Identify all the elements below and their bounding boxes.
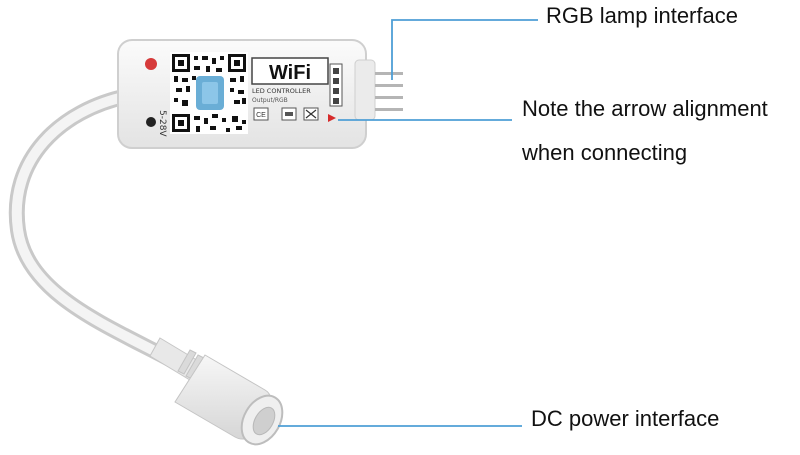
model-label: LED CONTROLLER (252, 87, 311, 95)
callout-lines (278, 19, 538, 427)
rgb-callout-line (391, 19, 538, 80)
mount-hole-icon (146, 117, 156, 127)
certification-icons: CE (253, 107, 319, 121)
controller-body: 5-28V WiFi LED CONTROLLER Ou (117, 39, 376, 149)
voltage-label: 5-28V (157, 110, 167, 137)
arrow-alignment-label-line1: Note the arrow alignment (522, 96, 768, 121)
port-label: Output/RGB (252, 97, 288, 104)
alignment-arrow-icon (328, 114, 336, 122)
rgb-indicator-strip (329, 63, 343, 107)
arrow-alignment-label-line2: when connecting (522, 140, 688, 165)
qr-code-icon (170, 52, 248, 134)
dc-power-interface-label: DC power interface (531, 406, 720, 431)
rgb-pins (375, 72, 403, 111)
rgb-lamp-interface-label: RGB lamp interface (546, 3, 738, 28)
power-led-icon (145, 58, 157, 70)
wifi-brand-text: WiFi (269, 62, 311, 84)
svg-text:CE: CE (256, 112, 266, 119)
dc-plug (149, 337, 284, 446)
wifi-logo: WiFi (251, 57, 329, 85)
